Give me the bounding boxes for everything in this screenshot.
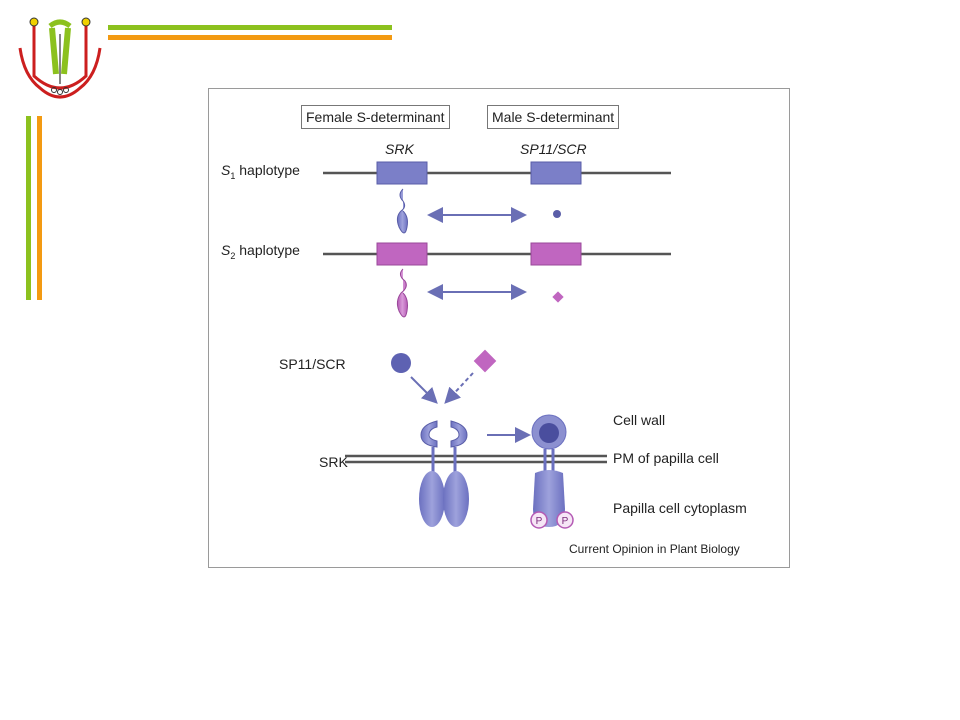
ligand-binding-arrow (410, 376, 438, 404)
receptor-label: SRK (319, 454, 348, 470)
ligand-nonbinding-arrow (444, 372, 474, 404)
left-orange-bar (37, 116, 42, 300)
srk-kinase-right (443, 471, 469, 527)
phospho-right-label: P (562, 516, 569, 527)
sp11-ligand-magenta (473, 349, 497, 373)
cell-wall-label: Cell wall (613, 412, 666, 428)
bound-ligand (539, 423, 559, 443)
srk-receptor-left-head (420, 420, 438, 448)
srk-sp11-figure: Female S-determinant Male S-determinant … (208, 88, 790, 568)
s1-sp11-gene-box (530, 161, 582, 185)
sp11-ligand-blue (391, 353, 411, 373)
phospho-left-circle (530, 511, 548, 529)
s1-sp11-ligand-dot (553, 210, 561, 218)
gene-srk-label: SRK (385, 141, 414, 157)
ligand-label: SP11/SCR (279, 356, 346, 372)
figure-credit: Current Opinion in Plant Biology (569, 542, 740, 556)
phospho-right-circle (556, 511, 574, 529)
s2-srk-gene-box (376, 242, 428, 266)
flower-pistil-logo-icon (18, 17, 102, 99)
s2-sp11-gene-box (530, 242, 582, 266)
srk-receptor-right-head (450, 420, 468, 448)
plasma-membrane-label: PM of papilla cell (613, 450, 719, 466)
s2-sp11-ligand-diamond (552, 291, 564, 303)
top-green-bar (108, 25, 392, 30)
s1-srk-protein (396, 188, 408, 234)
gene-sp11-label: SP11/SCR (520, 141, 587, 157)
cytoplasm-label: Papilla cell cytoplasm (613, 500, 747, 516)
s2-srk-protein (396, 268, 408, 318)
haplotype-s2-label: S2 haplotype (221, 242, 300, 261)
left-green-bar (26, 116, 31, 300)
phospho-left-label: P (536, 516, 543, 527)
diagram-graphics: P P (323, 161, 671, 529)
male-determinant-label: Male S-determinant (487, 105, 620, 129)
female-determinant-label: Female S-determinant (301, 105, 450, 129)
top-orange-bar (108, 35, 392, 40)
s1-srk-gene-box (376, 161, 428, 185)
haplotype-s1-label: S1 haplotype (221, 162, 300, 181)
srk-kinase-left (419, 471, 445, 527)
